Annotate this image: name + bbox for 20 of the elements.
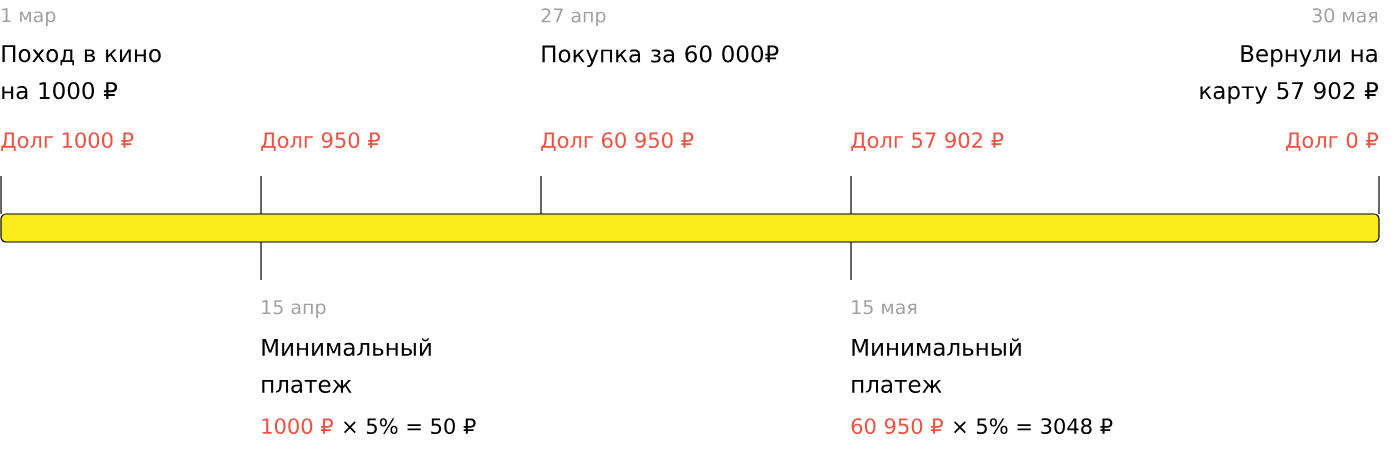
date-label: 15 апр [262, 300, 326, 318]
date-label: 1 мар [2, 8, 56, 26]
amount-text: Долг 0 ₽ [1286, 132, 1379, 152]
amount-text: 60 950 ₽ [851, 418, 943, 435]
formula-text: × 5% = 50 ₽ [344, 418, 476, 435]
date-label: 15 мая [852, 300, 917, 315]
amount-text: Долг 950 ₽ [261, 132, 380, 152]
date-label: 27 апр [541, 8, 606, 27]
formula-text: × 5% = 3048 ₽ [954, 418, 1113, 435]
event-text: Минимальный платеж [852, 338, 1021, 393]
amount-text: Долг 60 950 ₽ [541, 132, 694, 152]
date-label: 30 мая [1312, 8, 1378, 23]
amount-text: Долг 1000 ₽ [1, 132, 134, 152]
amount-text: Долг 57 902 ₽ [851, 132, 1004, 152]
timeline-bar [0, 213, 1380, 243]
event-text: Покупка за 60 000₽ [542, 45, 779, 68]
event-text: Вернули на карту 57 902 ₽ [1200, 45, 1378, 104]
event-text: Минимальный платеж [262, 338, 431, 393]
event-text: Поход в кино на 1000 ₽ [2, 45, 161, 100]
amount-text: 1000 ₽ [262, 418, 333, 435]
